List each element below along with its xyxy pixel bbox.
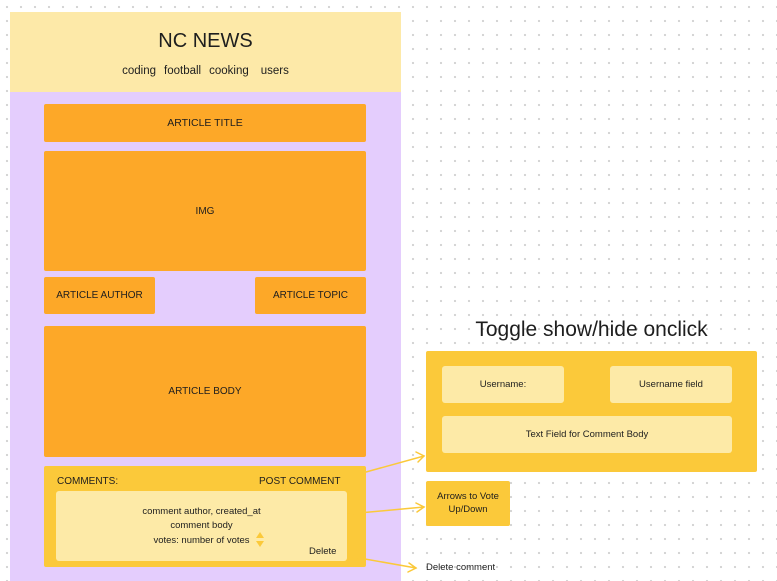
article-body-box: ARTICLE BODY (44, 326, 366, 457)
article-author-box: ARTICLE AUTHOR (44, 277, 155, 314)
comment-body-field[interactable]: Text Field for Comment Body (442, 416, 732, 453)
nav-link-cooking[interactable]: cooking (209, 65, 249, 77)
post-comment-button[interactable]: POST COMMENT (259, 476, 341, 487)
article-title-box: ARTICLE TITLE (44, 104, 366, 142)
comment-body: comment body (170, 520, 233, 531)
nav-link-users[interactable]: users (260, 65, 289, 77)
arrowhead-post-comment (415, 451, 426, 463)
vote-arrows-note: Arrows to Vote Up/Down (426, 481, 510, 526)
nav-link-football[interactable]: football (164, 65, 202, 77)
article-topic-box: ARTICLE TOPIC (255, 277, 366, 314)
arrow-delete (347, 555, 417, 569)
toggle-heading: Toggle show/hide onclick (475, 318, 708, 341)
comments-label: COMMENTS: (57, 476, 119, 487)
header-frame (10, 12, 401, 92)
arrow-vote (347, 506, 425, 515)
vote-arrows-icon[interactable] (255, 531, 265, 549)
delete-comment-note: Delete comment (426, 562, 496, 573)
arrowhead-delete (407, 562, 418, 573)
username-field[interactable]: Username field (610, 366, 732, 403)
article-image-box: IMG (44, 151, 366, 271)
username-label: Username: (442, 366, 564, 403)
comment-meta: comment author, created_at (142, 506, 261, 517)
comment-card (56, 491, 347, 561)
nav-link-coding[interactable]: coding (122, 65, 157, 77)
arrowhead-vote (415, 502, 426, 513)
delete-comment-button[interactable]: Delete (309, 546, 337, 557)
arrow-post-comment (365, 455, 425, 473)
site-title: NC NEWS (158, 30, 253, 52)
comment-votes: votes: number of votes (153, 535, 250, 546)
topic-nav: coding football cooking users (10, 65, 401, 77)
